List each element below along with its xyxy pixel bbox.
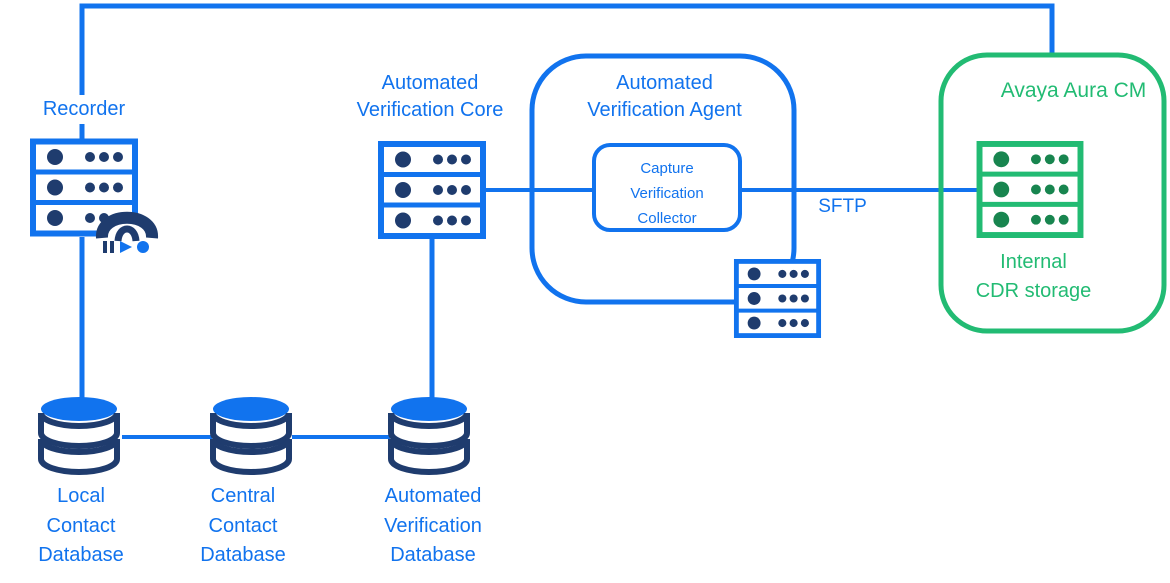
edge-recorder-to-avaya-top: [79, 3, 1055, 142]
automated-verification-agent-box: [529, 53, 797, 305]
pause-icon: [103, 241, 114, 253]
automated-verification-database-label: Automated Verification Database: [384, 485, 482, 566]
recorder-label: Recorder: [14, 95, 154, 124]
sftp-label: SFTP: [818, 196, 867, 217]
recorder-server-icon: [30, 138, 138, 237]
automated-verification-agent-label: Automated Verification Agent: [587, 72, 742, 121]
local-contact-database-label: Local Contact Database: [38, 485, 124, 566]
central-contact-database-label: Central Contact Database: [200, 485, 286, 566]
avaya-aura-cm-box: [938, 52, 1167, 334]
automated-verification-core-label: Automated Verification Core: [356, 72, 504, 121]
avaya-aura-cm-label: Avaya Aura CM: [1000, 79, 1147, 102]
agent-server-icon: [733, 259, 822, 338]
record-icon: [137, 241, 149, 253]
playback-controls: [103, 241, 149, 253]
cdr-storage-server-icon: [976, 141, 1084, 238]
internal-cdr-storage-label: Internal CDR storage: [975, 251, 1092, 302]
central-contact-database-icon: [210, 397, 292, 475]
verification-core-server-icon: [378, 141, 486, 239]
local-contact-database-icon: [38, 397, 120, 475]
play-icon: [120, 241, 132, 253]
capture-verification-collector-box: Capture Verification Collector: [592, 143, 742, 232]
phone-handset-icon: [96, 211, 158, 242]
automated-verification-database-icon: [388, 397, 470, 475]
